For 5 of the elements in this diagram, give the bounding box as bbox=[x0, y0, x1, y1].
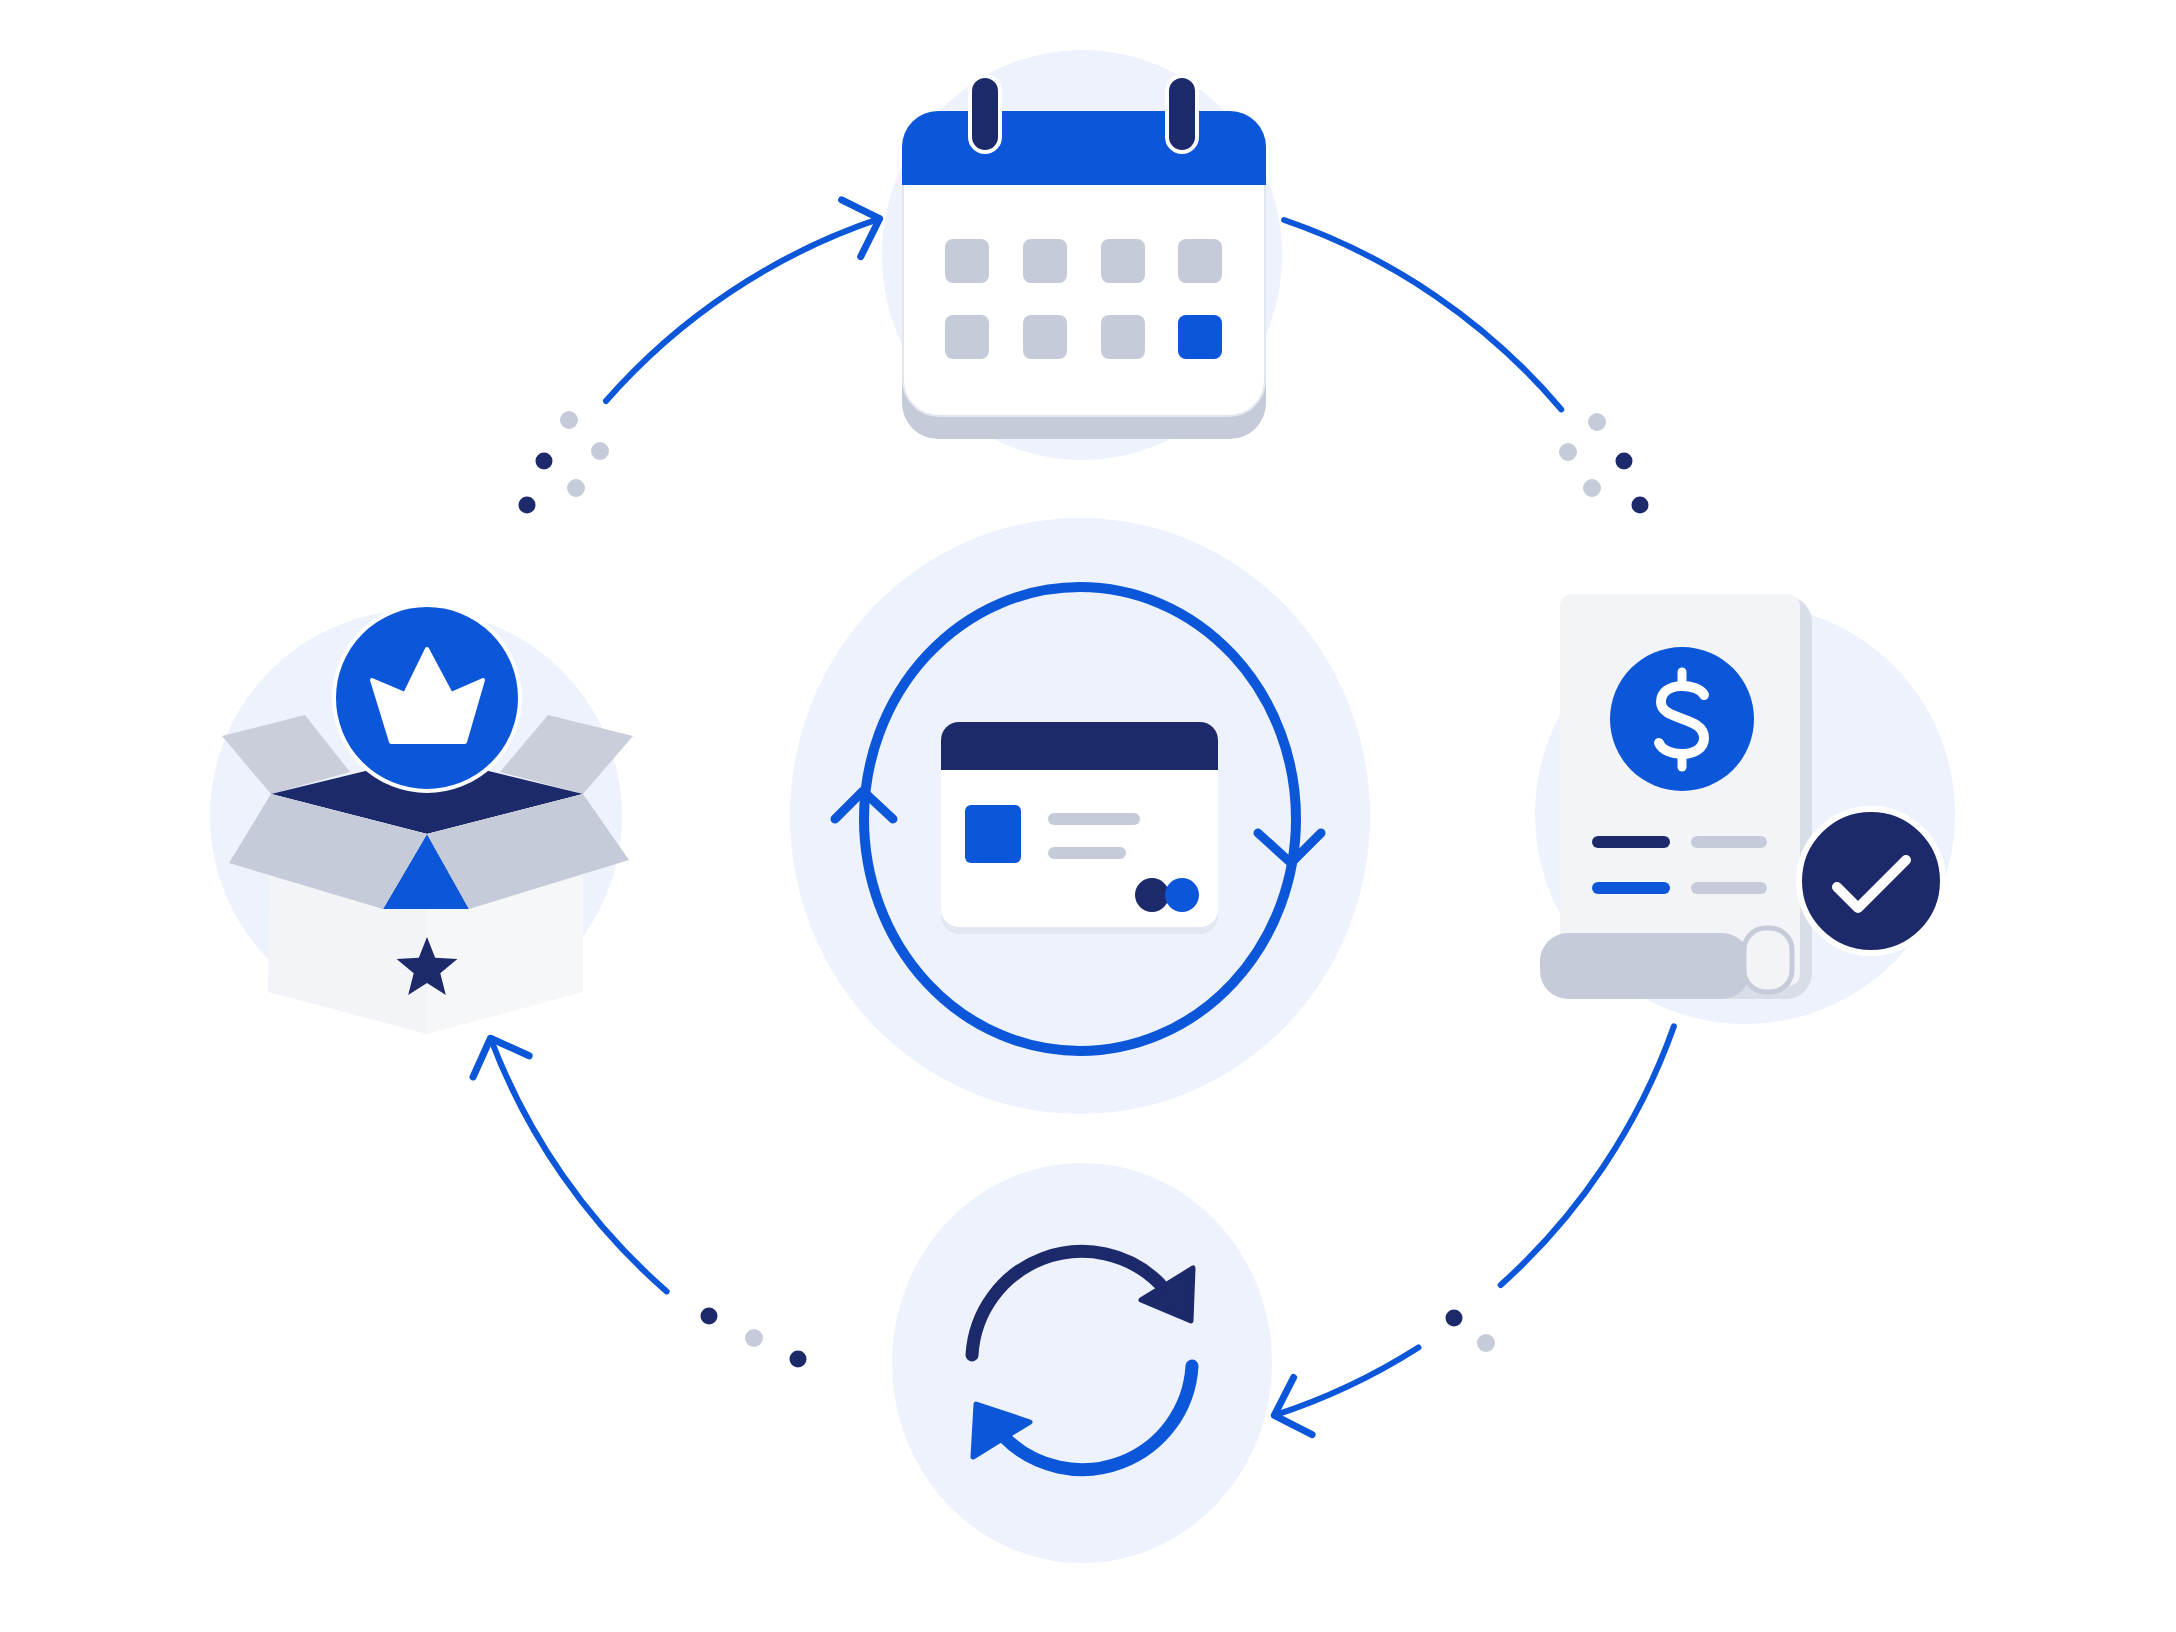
arrow bbox=[1270, 1023, 1677, 1436]
card-cycle-illustration bbox=[788, 516, 1372, 1116]
calendar-illustration bbox=[880, 48, 1284, 462]
invoice-illustration bbox=[1532, 592, 1956, 1026]
refresh-arrows-illustration bbox=[890, 1160, 1274, 1566]
